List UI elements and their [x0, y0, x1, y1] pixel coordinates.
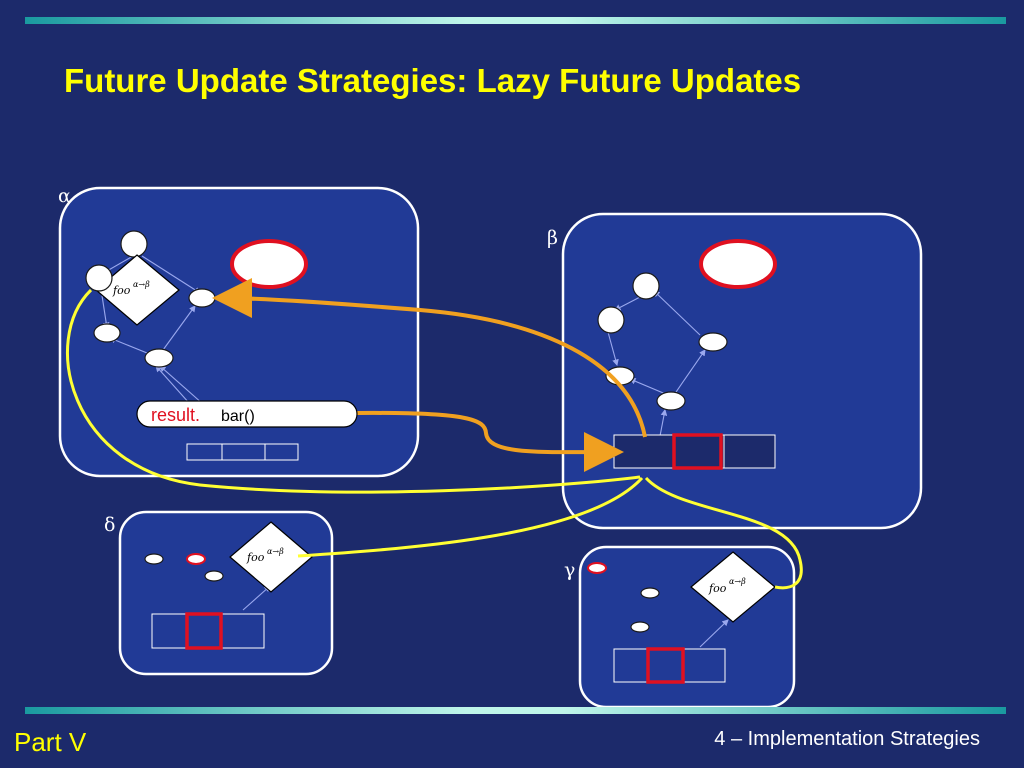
node [698, 332, 728, 352]
remote-links [66, 288, 803, 590]
node [93, 323, 121, 343]
node [204, 570, 224, 582]
node [656, 391, 686, 411]
future-table [613, 647, 726, 684]
call-method: bar() [221, 408, 255, 425]
foo-superscript: α→β [729, 577, 746, 586]
alpha-label: α [58, 185, 71, 207]
node [597, 306, 625, 334]
top-bar [25, 17, 1006, 24]
node [120, 230, 148, 258]
beta-graph [597, 239, 777, 470]
future-table [186, 443, 299, 461]
alpha-to-beta-link [66, 288, 641, 494]
node [188, 288, 216, 308]
node [640, 587, 660, 599]
foo-label: foo [708, 582, 727, 595]
foo-diamond [690, 551, 776, 623]
slide-title: Future Update Strategies: Lazy Future Up… [64, 62, 802, 99]
alpha-graph: foo α→β [85, 230, 308, 461]
foo-label: foo [246, 551, 265, 564]
update-arrows [212, 278, 647, 473]
delta-label: δ [104, 514, 115, 536]
node [630, 621, 650, 633]
foo-label: foo [112, 284, 131, 297]
gamma-graph: foo α→β [587, 551, 776, 684]
foo-superscript: α→β [267, 547, 284, 556]
future-table [613, 433, 776, 470]
update-to-alpha-arrow [212, 278, 647, 438]
delta-to-beta-link [297, 476, 644, 558]
foo-diamond [229, 521, 313, 593]
delta-box [118, 510, 334, 676]
future-table [151, 612, 265, 650]
node [144, 553, 164, 565]
node [144, 348, 174, 368]
call-result: result. [151, 405, 200, 425]
delta-graph: foo α→β [144, 521, 313, 650]
method-call: result. bar() [136, 400, 358, 428]
gamma-label: γ [564, 559, 575, 581]
node [85, 264, 113, 292]
call-to-beta-arrow [356, 410, 624, 473]
gamma-box [578, 545, 796, 709]
future-object [230, 239, 308, 289]
node-highlighted [186, 553, 206, 565]
future-object [699, 239, 777, 289]
bottom-bar [25, 707, 1006, 714]
beta-label: β [547, 227, 558, 249]
footer-section: 4 – Implementation Strategies [714, 728, 980, 750]
gamma-to-beta-link [644, 476, 803, 590]
footer-part: Part V [14, 727, 87, 757]
foo-superscript: α→β [133, 280, 150, 289]
node-highlighted [587, 562, 607, 574]
node [632, 272, 660, 300]
